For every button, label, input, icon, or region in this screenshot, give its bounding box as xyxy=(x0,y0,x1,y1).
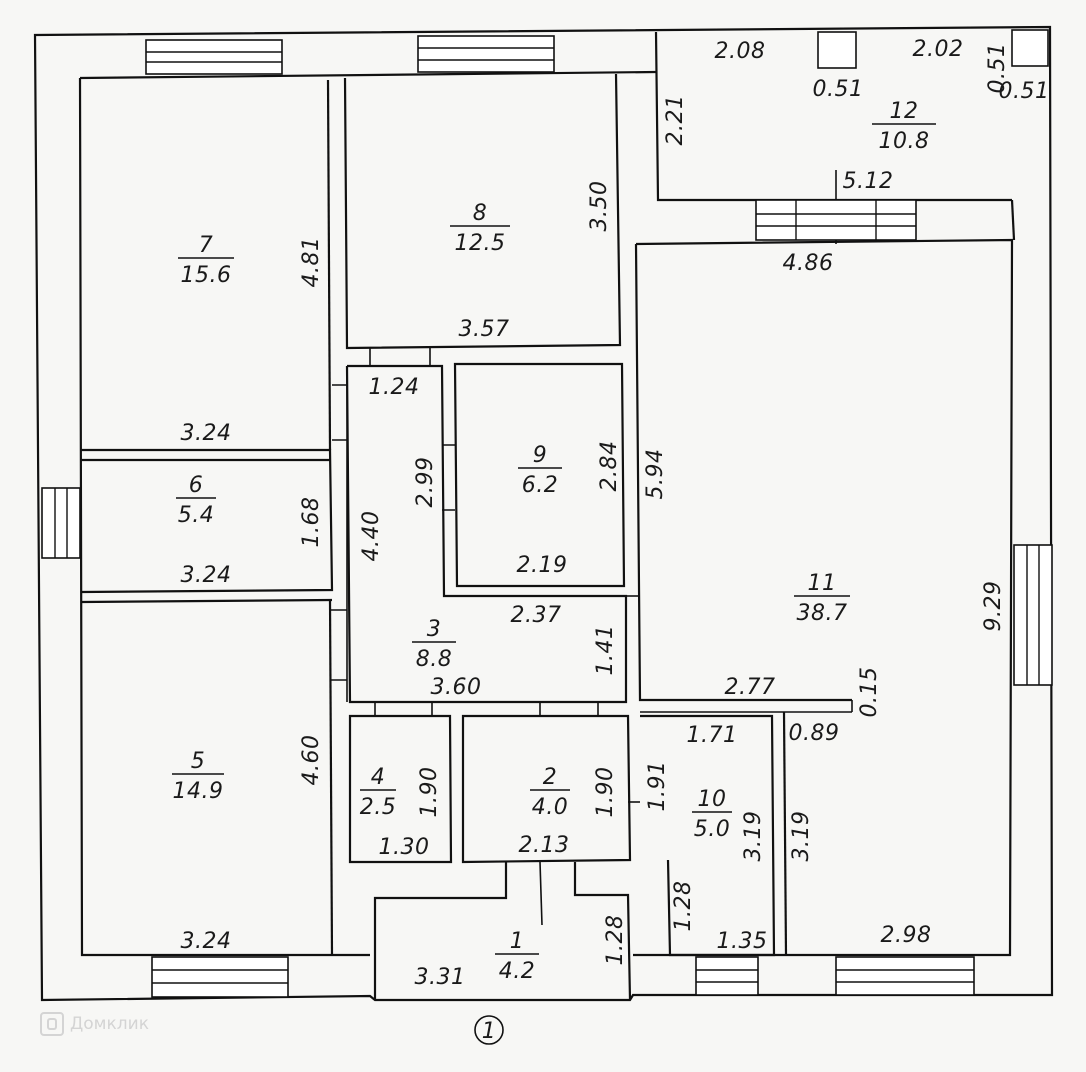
dimension-label: 3.24 xyxy=(181,929,232,954)
room-area: 4.0 xyxy=(532,795,569,820)
room-area: 6.2 xyxy=(522,473,559,498)
windows xyxy=(41,29,1053,998)
walls xyxy=(33,25,1054,1002)
watermark: Домклик xyxy=(40,1012,149,1036)
dimension-label: 0.51 xyxy=(813,77,864,102)
room-number: 9 xyxy=(533,443,548,468)
dimension-label: 2.19 xyxy=(517,553,568,578)
room-number: 10 xyxy=(698,787,727,812)
dimension-label: 4.60 xyxy=(299,735,324,786)
sheet-number-label: 1 xyxy=(482,1019,497,1044)
dimension-label: 0.89 xyxy=(789,721,840,746)
room-5: 514.9 xyxy=(172,749,224,804)
dimension-label: 1.71 xyxy=(687,723,738,748)
room-3: 38.8 xyxy=(412,617,456,672)
dimension-label: 2.77 xyxy=(725,675,776,700)
domclick-logo-icon xyxy=(40,1012,64,1036)
dimension-label: 3.57 xyxy=(459,317,510,342)
room-number: 4 xyxy=(371,765,386,790)
sheet-number: 1 xyxy=(474,1015,504,1045)
room-area: 4.2 xyxy=(499,959,536,984)
room-8: 812.5 xyxy=(450,201,510,256)
room-labels: 14.224.038.842.5514.965.4715.6812.596.21… xyxy=(172,99,936,984)
dimension-label: 2.37 xyxy=(511,603,562,628)
dimension-label: 1.24 xyxy=(369,375,420,400)
dimension-label: 3.50 xyxy=(587,181,612,232)
room-area: 38.7 xyxy=(797,601,848,626)
room-1: 14.2 xyxy=(495,929,539,984)
room-area: 2.5 xyxy=(360,795,397,820)
room-number: 7 xyxy=(199,233,214,258)
dimension-label: 0.51 xyxy=(985,43,1010,94)
dimension-label: 4.40 xyxy=(359,511,384,562)
room-area: 5.4 xyxy=(178,503,215,528)
dimension-label: 1.90 xyxy=(593,767,618,818)
room-number: 12 xyxy=(890,99,919,124)
room-number: 1 xyxy=(510,929,525,954)
dimension-label: 2.08 xyxy=(715,39,766,64)
dimension-label: 1.28 xyxy=(603,915,628,966)
dimension-label: 2.84 xyxy=(597,441,622,492)
room-area: 14.9 xyxy=(173,779,224,804)
dimension-label: 1.91 xyxy=(645,761,670,812)
room-12: 12 10.8 xyxy=(872,99,936,154)
room-number: 2 xyxy=(543,765,558,790)
dimension-label: 5.12 xyxy=(843,169,894,194)
room-area: 8.8 xyxy=(416,647,453,672)
room-6: 65.4 xyxy=(176,473,216,528)
room-area: 5.0 xyxy=(694,817,731,842)
dimension-label: 9.29 xyxy=(981,581,1006,632)
dimension-label: 2.02 xyxy=(913,37,964,62)
dimension-label: 3.24 xyxy=(181,563,232,588)
room-11: 11 38.7 xyxy=(794,571,850,626)
room-area: 10.8 xyxy=(879,129,930,154)
dimension-label: 0.15 xyxy=(857,667,882,718)
dimension-label: 1.68 xyxy=(299,497,324,548)
dimension-label: 3.24 xyxy=(181,421,232,446)
dimension-label: 3.31 xyxy=(415,965,466,990)
dimension-label: 3.60 xyxy=(431,675,482,700)
dimension-label: 3.19 xyxy=(741,811,766,862)
dimension-label: 0.51 xyxy=(999,79,1050,104)
dimension-label: 4.86 xyxy=(783,251,834,276)
dimension-label: 1.28 xyxy=(671,881,696,932)
dimension-label: 3.19 xyxy=(789,811,814,862)
room-number: 3 xyxy=(427,617,442,642)
dimension-label: 4.81 xyxy=(299,237,324,288)
room-area: 15.6 xyxy=(181,263,232,288)
room-number: 6 xyxy=(189,473,204,498)
dimension-label: 2.13 xyxy=(519,833,570,858)
dimension-label: 5.94 xyxy=(643,449,668,500)
room-2: 24.0 xyxy=(530,765,570,820)
room-10: 105.0 xyxy=(692,787,732,842)
room-4: 42.5 xyxy=(360,765,397,820)
dimension-label: 2.99 xyxy=(413,457,438,508)
room-number: 5 xyxy=(191,749,206,774)
room-area: 12.5 xyxy=(455,231,506,256)
dimension-label: 1.41 xyxy=(593,625,618,676)
dimension-label: 1.30 xyxy=(379,835,430,860)
dimension-label: 2.98 xyxy=(881,923,932,948)
room-9: 96.2 xyxy=(518,443,562,498)
room-number: 11 xyxy=(808,571,837,596)
room-7: 715.6 xyxy=(178,233,234,288)
watermark-text: Домклик xyxy=(70,1014,149,1034)
dimension-label: 2.21 xyxy=(663,95,688,146)
room-number: 8 xyxy=(473,201,488,226)
dimension-label: 1.35 xyxy=(717,929,768,954)
dimension-label: 1.90 xyxy=(417,767,442,818)
